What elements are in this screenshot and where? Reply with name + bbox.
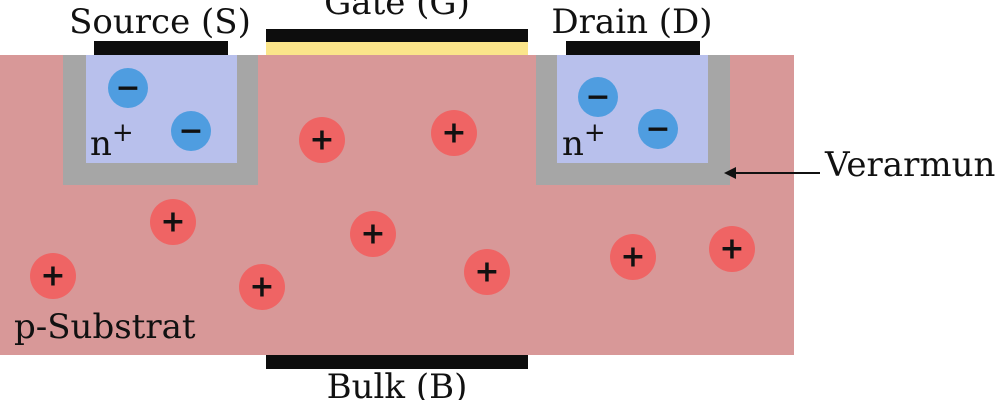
bulk-contact	[266, 355, 528, 369]
electron-charge: −	[578, 77, 618, 117]
depletion-label: Verarmun	[824, 145, 995, 185]
svg-text:+: +	[249, 270, 274, 305]
svg-text:+: +	[160, 205, 185, 240]
bulk-label: Bulk (B)	[327, 367, 468, 400]
svg-text:+: +	[474, 255, 499, 290]
hole-charge: +	[239, 264, 285, 310]
substrate-label: p-Substrat	[14, 307, 196, 347]
drain-contact	[566, 41, 700, 55]
source-n-plus-region	[86, 55, 237, 163]
svg-text:−: −	[115, 71, 140, 106]
hole-charge: +	[350, 211, 396, 257]
hole-charge: +	[610, 234, 656, 280]
svg-text:+: +	[441, 116, 466, 151]
svg-text:−: −	[178, 114, 203, 149]
hole-charge: +	[299, 117, 345, 163]
svg-text:+: +	[40, 259, 65, 294]
svg-text:+: +	[360, 217, 385, 252]
source-label: Source (S)	[69, 2, 251, 42]
electron-charge: −	[171, 111, 211, 151]
svg-text:+: +	[719, 232, 744, 267]
svg-text:−: −	[645, 112, 670, 147]
hole-charge: +	[431, 110, 477, 156]
gate-contact	[266, 29, 528, 42]
depletion-arrow-head	[724, 167, 736, 179]
hole-charge: +	[150, 199, 196, 245]
svg-text:−: −	[585, 80, 610, 115]
drain-label: Drain (D)	[551, 2, 712, 42]
hole-charge: +	[709, 226, 755, 272]
gate-oxide	[266, 41, 528, 55]
svg-text:+: +	[620, 240, 645, 275]
drain-n-plus-label: n+	[562, 118, 606, 164]
gate-label: Gate (G)	[324, 0, 470, 23]
hole-charge: +	[30, 253, 76, 299]
electron-charge: −	[638, 109, 678, 149]
electron-charge: −	[108, 68, 148, 108]
source-n-plus-label: n+	[90, 118, 134, 164]
hole-charge: +	[464, 249, 510, 295]
source-contact	[94, 41, 228, 55]
svg-text:+: +	[309, 123, 334, 158]
